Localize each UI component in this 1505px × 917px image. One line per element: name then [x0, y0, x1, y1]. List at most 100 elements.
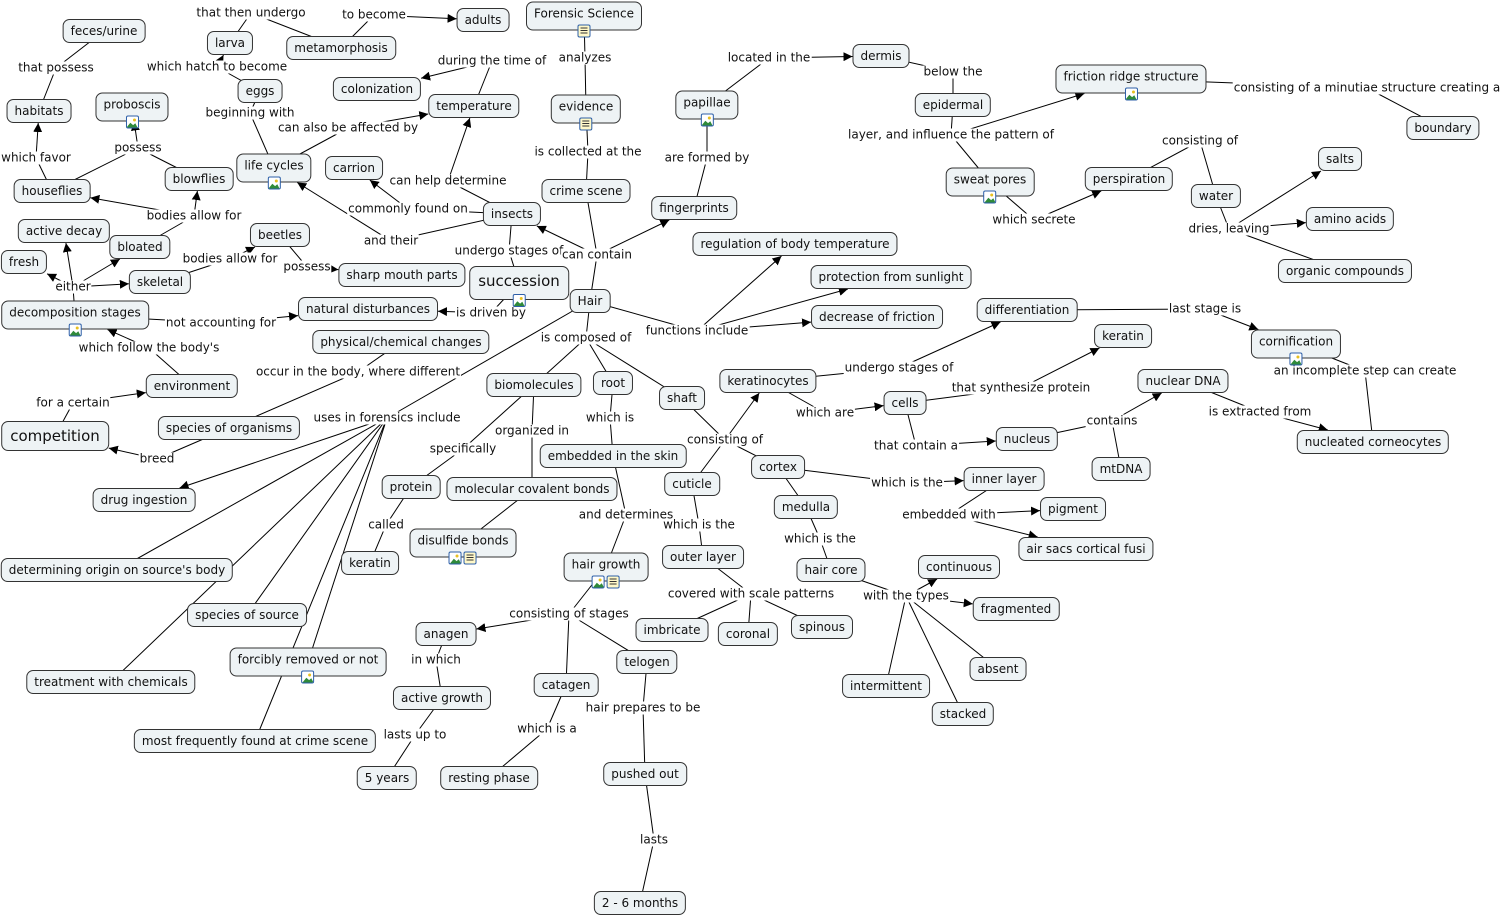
concept-succession[interactable]: succession — [469, 266, 569, 307]
concept-physchem[interactable]: physical/chemical changes — [312, 330, 490, 354]
concept-decomp[interactable]: decomposition stages — [1, 300, 149, 337]
concept-environment[interactable]: environment — [145, 374, 239, 398]
concept-competition[interactable]: competition — [1, 421, 109, 451]
concept-friction[interactable]: friction ridge structure — [1055, 64, 1207, 101]
concept-boundary[interactable]: boundary — [1406, 116, 1480, 140]
concept-sharp[interactable]: sharp mouth parts — [338, 263, 466, 287]
concept-hairgrowth[interactable]: hair growth — [563, 552, 649, 589]
image-icon[interactable] — [591, 575, 605, 589]
concept-medulla[interactable]: medulla — [773, 495, 839, 519]
concept-epidermal[interactable]: epidermal — [914, 93, 992, 117]
concept-proboscis[interactable]: proboscis — [95, 92, 169, 129]
concept-salts[interactable]: salts — [1318, 147, 1362, 171]
concept-organic[interactable]: organic compounds — [1277, 259, 1413, 283]
concept-decfriction[interactable]: decrease of friction — [811, 305, 943, 329]
concept-coronal[interactable]: coronal — [717, 622, 779, 646]
concept-keratin-b[interactable]: keratin — [1094, 324, 1152, 348]
concept-papillae[interactable]: papillae — [675, 90, 739, 127]
image-icon[interactable] — [983, 190, 997, 204]
concept-fiveyears[interactable]: 5 years — [356, 766, 418, 790]
concept-forcibly[interactable]: forcibly removed or not — [229, 647, 387, 684]
concept-sweat[interactable]: sweat pores — [945, 167, 1035, 204]
image-icon[interactable] — [68, 323, 82, 337]
concept-eggs[interactable]: eggs — [237, 79, 283, 103]
image-icon[interactable] — [448, 551, 462, 565]
image-icon[interactable] — [267, 176, 281, 190]
concept-catagen[interactable]: catagen — [533, 673, 599, 697]
concept-fresh[interactable]: fresh — [0, 250, 48, 274]
concept-fragmented[interactable]: fragmented — [972, 597, 1060, 621]
concept-pushed[interactable]: pushed out — [603, 762, 687, 786]
concept-mostfreq[interactable]: most frequently found at crime scene — [133, 729, 377, 753]
concept-insects[interactable]: insects — [482, 202, 542, 226]
concept-crimescene[interactable]: crime scene — [541, 179, 631, 203]
concept-drug[interactable]: drug ingestion — [92, 488, 196, 512]
concept-embedded[interactable]: embedded in the skin — [539, 444, 687, 468]
concept-keratin-a[interactable]: keratin — [341, 551, 399, 575]
concept-differentiation[interactable]: differentiation — [976, 298, 1078, 322]
concept-disulfide[interactable]: disulfide bonds — [409, 528, 517, 565]
concept-feces[interactable]: feces/urine — [62, 19, 146, 43]
concept-months[interactable]: 2 - 6 months — [593, 891, 687, 915]
concept-temperature[interactable]: temperature — [428, 94, 520, 118]
concept-shaft[interactable]: shaft — [659, 386, 705, 410]
concept-intermittent[interactable]: intermittent — [842, 674, 930, 698]
concept-root[interactable]: root — [592, 371, 634, 395]
concept-cells[interactable]: cells — [883, 391, 927, 415]
concept-anagen[interactable]: anagen — [415, 622, 477, 646]
concept-regulation[interactable]: regulation of body temperature — [692, 232, 898, 256]
concept-stacked[interactable]: stacked — [931, 702, 995, 726]
image-icon[interactable] — [512, 294, 526, 307]
concept-habitats[interactable]: habitats — [6, 99, 72, 123]
concept-spinous[interactable]: spinous — [790, 615, 854, 639]
concept-telogen[interactable]: telogen — [616, 650, 678, 674]
concept-molecular[interactable]: molecular covalent bonds — [446, 477, 618, 501]
concept-larva[interactable]: larva — [206, 31, 254, 55]
document-icon[interactable] — [579, 117, 593, 131]
concept-absent[interactable]: absent — [969, 657, 1027, 681]
image-icon[interactable] — [125, 115, 139, 129]
image-icon[interactable] — [1124, 87, 1138, 101]
concept-species-org[interactable]: species of organisms — [157, 416, 301, 440]
concept-water[interactable]: water — [1190, 184, 1242, 208]
document-icon[interactable] — [606, 575, 620, 589]
concept-treatment[interactable]: treatment with chemicals — [26, 670, 196, 694]
concept-mtdna[interactable]: mtDNA — [1091, 457, 1151, 481]
concept-fingerprints[interactable]: fingerprints — [651, 196, 737, 220]
concept-adults[interactable]: adults — [456, 8, 510, 32]
concept-nucleus[interactable]: nucleus — [995, 427, 1059, 451]
concept-active[interactable]: active decay — [17, 219, 111, 243]
concept-cortex[interactable]: cortex — [751, 455, 805, 479]
image-icon[interactable] — [700, 113, 714, 127]
concept-dermis[interactable]: dermis — [852, 44, 910, 68]
concept-resting[interactable]: resting phase — [440, 766, 538, 790]
concept-cornification[interactable]: cornification — [1250, 329, 1342, 366]
concept-airsacs[interactable]: air sacs cortical fusi — [1018, 537, 1154, 561]
concept-natural[interactable]: natural disturbances — [298, 297, 438, 321]
image-icon[interactable] — [1289, 352, 1303, 366]
concept-pigment[interactable]: pigment — [1040, 497, 1106, 521]
concept-carrion[interactable]: carrion — [325, 156, 383, 180]
concept-colonization[interactable]: colonization — [332, 77, 422, 101]
concept-blowflies[interactable]: blowflies — [164, 167, 234, 191]
concept-activegrowth[interactable]: active growth — [392, 686, 492, 710]
concept-houseflies[interactable]: houseflies — [13, 179, 91, 203]
concept-metamorphosis[interactable]: metamorphosis — [286, 36, 396, 60]
concept-forensic[interactable]: Forensic Science — [526, 1, 642, 38]
concept-nucleated[interactable]: nucleated corneocytes — [1296, 430, 1450, 454]
document-icon[interactable] — [463, 551, 477, 565]
concept-skeletal[interactable]: skeletal — [128, 270, 192, 294]
concept-protein[interactable]: protein — [381, 475, 441, 499]
concept-hair[interactable]: Hair — [569, 289, 611, 313]
concept-amino[interactable]: amino acids — [1305, 207, 1395, 231]
concept-continuous[interactable]: continuous — [918, 555, 1000, 579]
concept-keratinocytes[interactable]: keratinocytes — [719, 369, 817, 393]
concept-haircore[interactable]: hair core — [796, 558, 866, 582]
concept-lifecycles[interactable]: life cycles — [236, 153, 312, 190]
document-icon[interactable] — [577, 24, 591, 38]
concept-species-src[interactable]: species of source — [187, 603, 307, 627]
image-icon[interactable] — [301, 670, 315, 684]
concept-outer[interactable]: outer layer — [662, 545, 744, 569]
concept-biomolecules[interactable]: biomolecules — [486, 373, 582, 397]
concept-imbricate[interactable]: imbricate — [635, 618, 709, 642]
